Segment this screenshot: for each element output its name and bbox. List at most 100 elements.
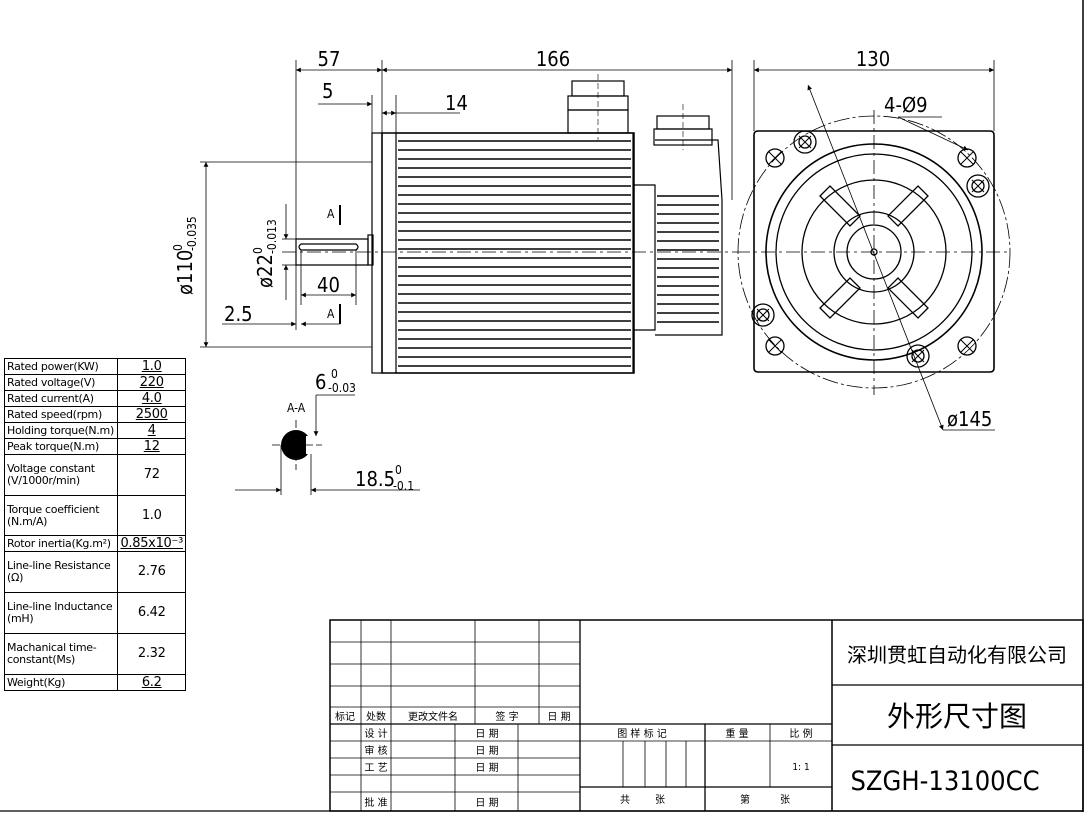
title-block xyxy=(329,619,1084,812)
mounting-holes xyxy=(751,130,990,368)
dim-14: 14 xyxy=(445,91,468,115)
role-process: 工 艺 xyxy=(364,762,387,774)
svg-text:ø22: ø22 xyxy=(253,254,277,288)
sample-mark-label: 图 样 标 记 xyxy=(617,727,667,740)
spec-row: Rated speed(rpm)2500 xyxy=(3,406,186,423)
spec-row: Holding torque(N.m)4 xyxy=(3,422,186,439)
date-label-4: 日 期 xyxy=(475,797,498,809)
front-flange-square xyxy=(753,130,995,373)
drawing-title: 外形尺寸图 xyxy=(887,700,1027,733)
section-title: A-A xyxy=(287,401,306,415)
spec-value: 4.0 xyxy=(117,390,186,407)
spec-row: Machanical time-constant(Ms)2.32 xyxy=(3,633,186,675)
spec-label: Rotor inertia(Kg.m²) xyxy=(3,535,119,552)
rear-fins xyxy=(657,195,719,323)
date-label-1: 日 期 xyxy=(475,728,498,740)
spec-row: Voltage constant (V/1000r/min)72 xyxy=(3,454,186,496)
spec-row: Rated current(A)4.0 xyxy=(3,390,186,407)
spec-row: Line-line Inductance (mH)6.42 xyxy=(3,592,186,634)
dim-phi145: ø145 xyxy=(947,407,992,431)
spec-value: 2.32 xyxy=(117,633,186,675)
shaft-key xyxy=(298,243,359,251)
company-name: 深圳贯虹自动化有限公司 xyxy=(847,643,1067,667)
svg-text:-0.035: -0.035 xyxy=(185,216,199,251)
rev-header-count: 处数 xyxy=(366,710,386,723)
spec-row: Torque coefficient (N.m/A)1.0 xyxy=(3,495,186,536)
spec-row: Rated voltage(V)220 xyxy=(3,374,186,391)
spec-value: 0.85x10⁻³ xyxy=(117,535,186,552)
dim-40: 40 xyxy=(317,273,340,297)
motor-body xyxy=(381,132,635,374)
date-label-2: 日 期 xyxy=(475,745,498,757)
svg-text:ø110: ø110 xyxy=(173,250,197,295)
spec-value: 220 xyxy=(117,374,186,391)
weight-label: 重 量 xyxy=(725,727,748,740)
spec-label: Line-line Resistance (Ω) xyxy=(3,551,119,593)
svg-text:0: 0 xyxy=(395,463,402,477)
spec-value: 1.0 xyxy=(117,358,186,375)
cooling-fins xyxy=(398,140,631,367)
section-mark-bottom: A xyxy=(327,307,335,321)
dim-phi22: ø22 0 -0.013 xyxy=(251,219,279,288)
dim-5: 5 xyxy=(322,79,333,103)
dim-2-5: 2.5 xyxy=(224,302,253,326)
side-view xyxy=(295,74,723,374)
spec-label: Rated voltage(V) xyxy=(3,374,119,391)
rev-header-date: 日 期 xyxy=(547,711,570,723)
svg-text:0: 0 xyxy=(331,367,338,381)
spec-label: Peak torque(N.m) xyxy=(3,438,119,455)
svg-text:-0.03: -0.03 xyxy=(328,381,356,395)
spec-value: 2.76 xyxy=(117,551,186,593)
sheet-label-total: 张 xyxy=(655,794,665,806)
total-label: 共 xyxy=(620,794,630,806)
sheet-label-page: 张 xyxy=(780,794,790,806)
spec-label: Machanical time-constant(Ms) xyxy=(3,633,119,675)
dim-hole-4-phi9: 4-Ø9 xyxy=(884,93,928,117)
spec-label: Voltage constant (V/1000r/min) xyxy=(3,454,119,496)
date-label-3: 日 期 xyxy=(475,762,498,774)
svg-text:0: 0 xyxy=(171,244,185,251)
spec-label: Weight(Kg) xyxy=(3,674,119,691)
scale-label: 比 例 xyxy=(789,727,812,740)
spec-value: 72 xyxy=(117,454,186,496)
side-dimension-text: 57 166 5 14 40 2.5 A A ø110 0 -0.035 ø22… xyxy=(171,47,570,326)
spec-value: 2500 xyxy=(117,406,186,423)
spec-value: 4 xyxy=(117,422,186,439)
spec-row: Rated power(KW)1.0 xyxy=(3,358,186,375)
scale-value: 1: 1 xyxy=(792,762,809,773)
dim-130: 130 xyxy=(856,47,890,71)
front-centerlines xyxy=(736,110,1010,395)
title-block-text: 标记 处数 更改文件名 签 字 日 期 设 计 审 核 工 艺 批 准 日 期 … xyxy=(335,643,1067,809)
dim-key-6: 6 xyxy=(315,370,326,394)
spec-value: 12 xyxy=(117,438,186,455)
side-dimensions xyxy=(200,60,733,348)
section-a-a: A-A 6 0 -0.03 18.5 0 -0.1 xyxy=(235,367,420,495)
role-approve: 批 准 xyxy=(364,796,387,809)
spec-label: Rated speed(rpm) xyxy=(3,406,119,423)
spec-label: Holding torque(N.m) xyxy=(3,422,119,439)
svg-text:-0.013: -0.013 xyxy=(265,219,279,254)
dim-18-5: 18.5 xyxy=(355,467,395,491)
page-label: 第 xyxy=(740,793,750,806)
spec-value: 1.0 xyxy=(117,495,186,536)
dim-166: 166 xyxy=(536,47,570,71)
spec-label: Torque coefficient (N.m/A) xyxy=(3,495,119,536)
spec-row: Peak torque(N.m)12 xyxy=(3,438,186,455)
spec-row: Rotor inertia(Kg.m²)0.85x10⁻³ xyxy=(3,535,186,552)
dim-57: 57 xyxy=(318,47,341,71)
spec-label: Rated power(KW) xyxy=(3,358,119,375)
spec-row: Line-line Resistance (Ω)2.76 xyxy=(3,551,186,593)
spec-row: Weight(Kg)6.2 xyxy=(3,674,186,691)
front-dimensions xyxy=(753,60,995,431)
role-review: 审 核 xyxy=(364,744,387,757)
spec-label: Line-line Inductance (mH) xyxy=(3,592,119,634)
svg-text:-0.1: -0.1 xyxy=(393,479,414,493)
rev-header-mark: 标记 xyxy=(335,711,355,723)
spec-value: 6.42 xyxy=(117,592,186,634)
spec-value: 6.2 xyxy=(117,674,186,691)
svg-text:0: 0 xyxy=(251,247,265,254)
spec-label: Rated current(A) xyxy=(3,390,119,407)
rev-header-sign: 签 字 xyxy=(495,710,518,723)
